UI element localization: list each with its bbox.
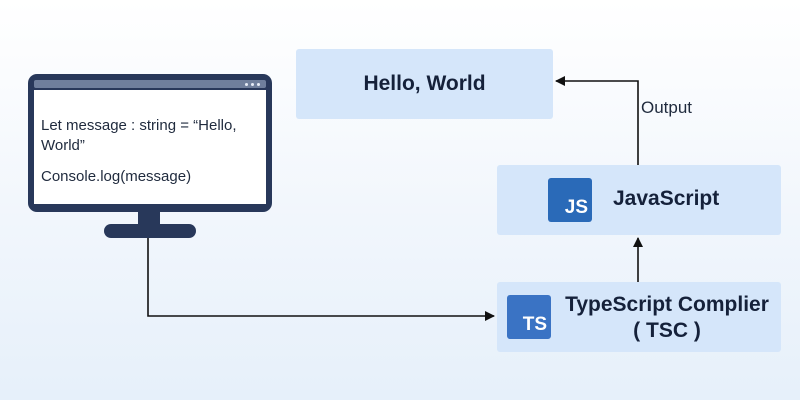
window-titlebar <box>34 80 266 88</box>
javascript-label: JavaScript <box>613 187 720 210</box>
hello-world-output-box: Hello, World <box>296 49 553 119</box>
window-dot-icon <box>257 82 260 86</box>
typescript-compiler-label-line2: ( TSC ) <box>633 319 701 342</box>
code-line-console-log: Console.log(message) <box>41 168 192 185</box>
js-logo-icon: JS <box>548 178 592 222</box>
window-dot-icon <box>245 82 248 86</box>
monitor-stand-base <box>104 224 196 238</box>
code-line-declaration: Let message : string = “Hello, World” <box>41 117 237 154</box>
hello-world-label: Hello, World <box>363 72 486 95</box>
typescript-compiler-box: TS TypeScript Complier ( TSC ) <box>497 282 781 352</box>
arrow-javascript-to-output <box>555 76 639 165</box>
javascript-box: JS JavaScript <box>497 165 781 235</box>
monitor-icon: Let message : string = “Hello, World” Co… <box>28 74 272 212</box>
typescript-compiler-label-line1: TypeScript Complier <box>565 293 769 316</box>
ts-logo-icon: TS <box>507 295 551 339</box>
code-screen: Let message : string = “Hello, World” Co… <box>34 90 266 204</box>
js-badge-text: JS <box>564 197 588 218</box>
window-dot-icon <box>251 82 254 86</box>
monitor-stand-neck <box>138 212 160 226</box>
ts-badge-text: TS <box>522 314 547 335</box>
output-edge-label: Output <box>641 98 693 117</box>
typescript-compiler-label: TypeScript Complier ( TSC ) <box>557 292 777 344</box>
